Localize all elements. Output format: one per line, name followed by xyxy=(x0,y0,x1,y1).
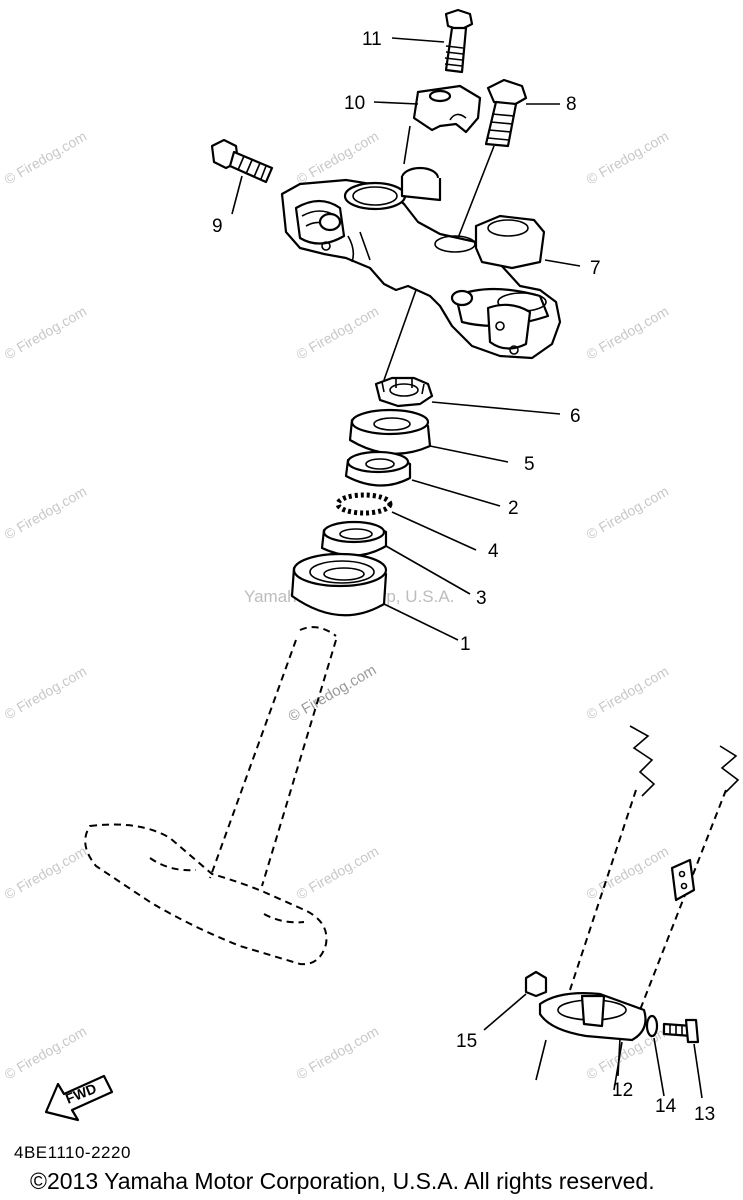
callout-6: 6 xyxy=(570,406,581,427)
watermark-7: © Firedog.com xyxy=(2,483,90,543)
callout-3: 3 xyxy=(476,588,487,609)
callout-10: 10 xyxy=(344,93,365,114)
watermark-6: © Firedog.com xyxy=(584,303,672,363)
part-5-cover xyxy=(348,408,432,455)
leader-lines xyxy=(231,37,703,1099)
watermark-2: © Firedog.com xyxy=(294,128,382,188)
callout-4: 4 xyxy=(488,541,499,562)
callout-13: 13 xyxy=(694,1104,715,1125)
callout-8: 8 xyxy=(566,94,577,115)
watermark-12: © Firedog.com xyxy=(294,843,382,903)
fwd-arrow: FWD xyxy=(44,1074,114,1122)
watermark-14: © Firedog.com xyxy=(2,1023,90,1083)
part-9-bolt xyxy=(210,138,274,184)
part-3-race xyxy=(320,520,388,557)
callout-14: 14 xyxy=(655,1096,677,1117)
callout-7: 7 xyxy=(590,258,601,279)
part-7-upper-bracket xyxy=(280,166,562,360)
watermark-3: © Firedog.com xyxy=(584,128,672,188)
callout-1: 1 xyxy=(460,634,471,655)
watermark-4: © Firedog.com xyxy=(2,303,90,363)
inset-fork-clamp xyxy=(524,725,740,1091)
part-8-bolt xyxy=(484,78,528,148)
under-bracket-stem xyxy=(84,626,337,966)
callout-15: 15 xyxy=(456,1031,477,1052)
part-11-bolt xyxy=(444,8,474,74)
watermark-5: © Firedog.com xyxy=(294,303,382,363)
callout-9: 9 xyxy=(212,216,223,237)
watermark-15: © Firedog.com xyxy=(294,1023,382,1083)
part-1-bearing xyxy=(290,552,388,617)
part-2-race xyxy=(344,450,412,487)
watermark-9: © Firedog.com xyxy=(2,663,90,723)
callout-5: 5 xyxy=(524,454,535,475)
callout-numbers: 11 10 8 9 7 6 5 2 4 3 1 15 12 14 13 xyxy=(212,29,715,1125)
watermark-13: © Firedog.com xyxy=(584,843,672,903)
callout-2: 2 xyxy=(508,498,519,519)
watermark-firedog-center: © Firedog.com xyxy=(286,661,380,725)
watermark-10: © Firedog.com xyxy=(584,663,672,723)
part-6-ring-nut xyxy=(374,376,434,408)
copyright-notice: ©2013 Yamaha Motor Corporation, U.S.A. A… xyxy=(30,1168,655,1194)
watermark-8: © Firedog.com xyxy=(584,483,672,543)
watermark-11: © Firedog.com xyxy=(2,843,90,903)
callout-11: 11 xyxy=(362,29,382,50)
callout-12: 12 xyxy=(612,1080,633,1101)
part-10-holder-upper xyxy=(412,84,482,134)
watermark-1: © Firedog.com xyxy=(2,128,90,188)
part-code: 4BE1110-2220 xyxy=(14,1143,131,1162)
part-4-balls xyxy=(335,492,393,516)
